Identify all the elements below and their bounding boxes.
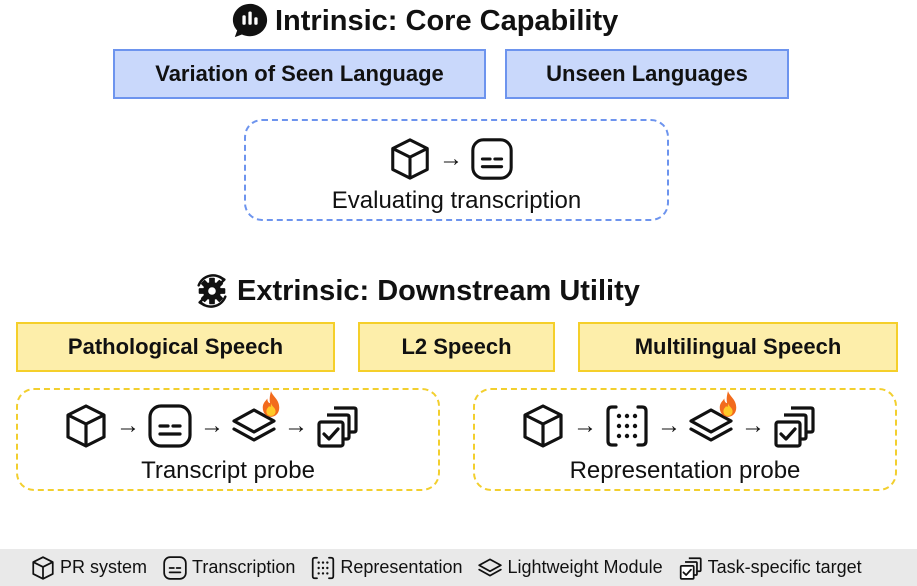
legend-item-representation: Representation	[310, 555, 462, 581]
category-unseen-languages: Unseen Languages	[505, 49, 789, 99]
extrinsic-heading: Extrinsic: Downstream Utility	[193, 272, 640, 310]
legend-item-pr-system: PR system	[30, 555, 147, 581]
flame-icon	[717, 390, 739, 418]
legend-item-lightweight-module: Lightweight Module	[477, 555, 663, 581]
intrinsic-probe-flow: →	[387, 136, 515, 182]
cube-icon	[62, 402, 110, 450]
transcript-probe-flow: → → →	[62, 402, 362, 450]
task-target-icon	[771, 402, 819, 450]
chart-bubble-icon	[232, 3, 268, 38]
transcript-probe-caption: Transcript probe	[141, 457, 315, 484]
arrow: →	[284, 412, 308, 439]
task-target-icon	[678, 555, 704, 581]
intrinsic-title: Intrinsic: Core Capability	[275, 4, 619, 37]
intrinsic-probe-box	[244, 119, 669, 221]
category-multilingual-speech: Multilingual Speech	[578, 322, 898, 372]
category-l2-speech: L2 Speech	[358, 322, 555, 372]
transcription-icon	[469, 136, 515, 182]
category-label: L2 Speech	[401, 334, 512, 359]
arrow: →	[439, 145, 463, 172]
arrow: →	[741, 412, 765, 439]
category-variation-seen-language: Variation of Seen Language	[113, 49, 486, 99]
gear-cycle-icon	[197, 274, 227, 308]
category-label: Multilingual Speech	[634, 334, 842, 359]
cube-icon	[30, 555, 56, 581]
category-label: Variation of Seen Language	[155, 61, 444, 86]
legend-item-task-specific-target: Task-specific target	[678, 555, 862, 581]
legend-label: Lightweight Module	[507, 557, 663, 577]
legend-item-transcription: Transcription	[162, 555, 295, 581]
cube-icon	[519, 402, 567, 450]
representation-probe-caption: Representation probe	[569, 457, 801, 484]
intrinsic-heading: Intrinsic: Core Capability	[231, 2, 618, 40]
cube-icon	[387, 136, 433, 182]
task-target-icon	[314, 402, 362, 450]
transcript-probe-box	[16, 388, 440, 491]
intrinsic-probe-caption: Evaluating transcription	[331, 187, 582, 214]
representation-probe-box	[473, 388, 897, 491]
legend-bar: PR system Transcription Representation L…	[0, 549, 917, 586]
trainable-module	[230, 402, 278, 450]
arrow: →	[657, 412, 681, 439]
legend-label: Transcription	[192, 557, 296, 577]
legend-label: Representation	[340, 557, 463, 577]
trainable-module	[687, 402, 735, 450]
representation-probe-flow: → → →	[519, 402, 819, 450]
category-label: Pathological Speech	[67, 334, 284, 359]
legend-label: PR system	[60, 557, 148, 577]
representation-icon	[603, 402, 651, 450]
legend-label: Task-specific target	[707, 557, 862, 577]
arrow: →	[200, 412, 224, 439]
representation-icon	[310, 555, 336, 581]
arrow: →	[116, 412, 140, 439]
extrinsic-title: Extrinsic: Downstream Utility	[237, 274, 640, 307]
arrow: →	[573, 412, 597, 439]
transcription-icon	[146, 402, 194, 450]
category-label: Unseen Languages	[546, 61, 748, 86]
category-pathological-speech: Pathological Speech	[16, 322, 335, 372]
layers-icon	[477, 555, 503, 581]
transcription-icon	[162, 555, 188, 581]
flame-icon	[260, 390, 282, 418]
